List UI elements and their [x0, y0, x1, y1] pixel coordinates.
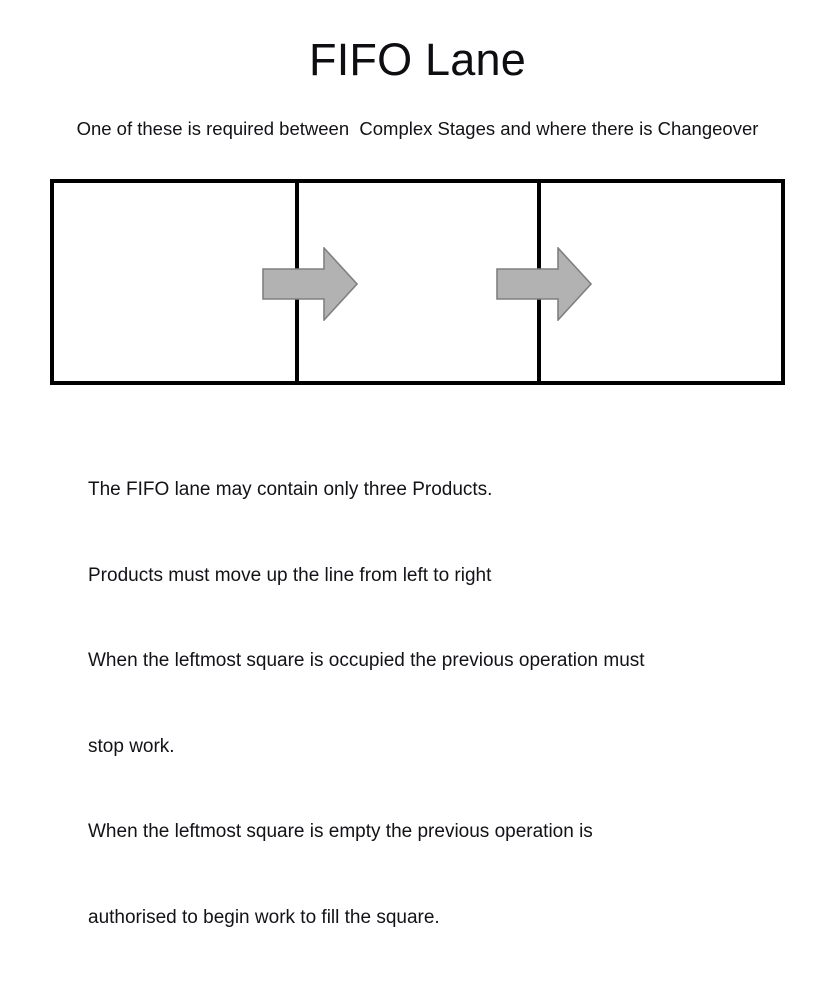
rules-line: stop work.: [88, 735, 175, 757]
page-title: FIFO Lane: [309, 34, 526, 85]
slide-subtitle: One of these is required between Complex…: [76, 118, 759, 139]
fifo-lane-diagram: [50, 179, 785, 385]
slide-canvas: FIFO Lane One of these is required betwe…: [50, 34, 785, 928]
lane-outline: [50, 179, 785, 385]
flow-arrow-right-icon-1: [262, 247, 358, 321]
rules-line: When the leftmost square is occupied the…: [88, 650, 645, 671]
rules-line: authorised to begin work to fill the squ…: [88, 906, 440, 928]
fifo-rules-text: The FIFO lane may contain only three Pro…: [88, 419, 728, 989]
rules-line: The FIFO lane may contain only three Pro…: [88, 479, 493, 500]
lane-cell-left: [54, 183, 295, 381]
rules-line: When the leftmost square is empty the pr…: [88, 821, 593, 842]
rules-line: Products must move up the line from left…: [88, 564, 492, 586]
flow-arrow-right-icon-2: [496, 247, 592, 321]
